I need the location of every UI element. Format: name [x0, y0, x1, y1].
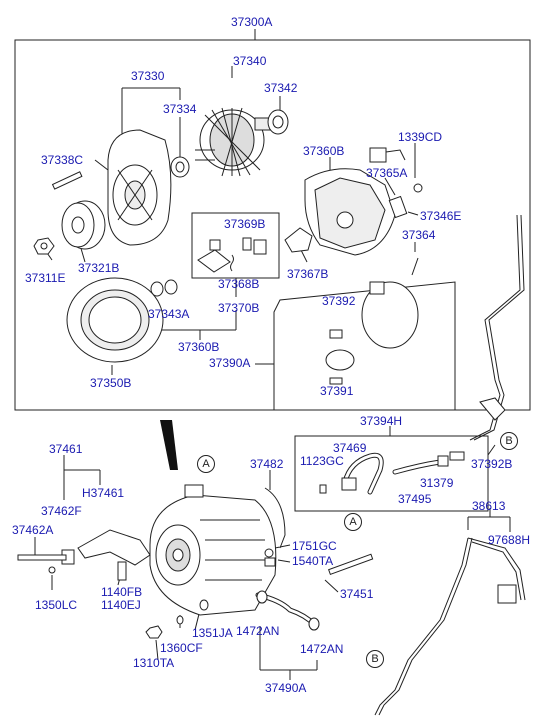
part-label-37368B: 37368B — [218, 277, 260, 291]
callout-b-bottom: B — [366, 650, 384, 668]
fastener-shapes — [117, 548, 374, 639]
part-label-37462A: 37462A — [12, 523, 54, 537]
part-label-37369B: 37369B — [224, 217, 266, 231]
part-label-38613: 38613 — [472, 499, 506, 513]
part-label-37311E: 37311E — [25, 271, 66, 285]
regulator-shape — [325, 257, 419, 385]
front-housing-shape — [107, 129, 172, 246]
part-label-31379: 31379 — [420, 476, 454, 490]
part-label-37350B: 37350B — [90, 376, 132, 390]
part-label-37346E: 37346E — [420, 209, 462, 223]
part-label-1540TA: 1540TA — [292, 554, 334, 568]
part-label-37490A: 37490A — [265, 681, 307, 695]
part-label-37392: 37392 — [322, 294, 356, 308]
brush-holder-shape — [197, 237, 267, 273]
alternator-assembly-frame — [14, 39, 531, 411]
part-label-37360B-bottom: 37360B — [178, 340, 220, 354]
part-label-37342: 37342 — [264, 81, 298, 95]
part-label-1351JA: 1351JA — [192, 626, 233, 640]
part-label-37360B-top: 37360B — [303, 144, 345, 158]
callout-b-right: B — [500, 432, 518, 450]
bearing-shapes — [170, 109, 289, 178]
part-label-1310TA: 1310TA — [133, 656, 175, 670]
part-label-H37461: H37461 — [82, 486, 125, 500]
part-label-37482: 37482 — [250, 457, 284, 471]
part-label-1140EJ: 1140EJ — [101, 598, 141, 612]
part-label-37391: 37391 — [320, 384, 354, 398]
part-label-1360CF: 1360CF — [160, 641, 203, 655]
callout-a-mid: A — [344, 513, 362, 531]
hose-kit-frame — [294, 435, 489, 512]
part-label-37451: 37451 — [340, 587, 374, 601]
part-label-37390A: 37390A — [209, 356, 251, 370]
assembled-alternator-shape — [149, 484, 286, 616]
part-label-37340: 37340 — [233, 54, 267, 68]
rotor-shape — [195, 107, 276, 177]
part-label-37364: 37364 — [402, 228, 436, 242]
bracket-shape — [17, 529, 151, 574]
part-label-97688H: 97688H — [488, 533, 531, 547]
bolt-shape — [51, 171, 83, 190]
terminal-connector-shape — [369, 147, 423, 219]
part-label-37343A: 37343A — [148, 307, 190, 321]
callout-a-top: A — [197, 455, 215, 473]
rear-housing-shape — [304, 168, 396, 256]
stator-shape — [66, 277, 164, 363]
part-label-37462F: 37462F — [41, 504, 82, 518]
part-label-37469: 37469 — [333, 441, 367, 455]
part-label-37394H: 37394H — [360, 414, 403, 428]
regulator-frame — [273, 281, 456, 411]
part-label-1140FB: 1140FB — [101, 585, 143, 599]
part-label-37461: 37461 — [49, 442, 83, 456]
part-label-37321B: 37321B — [78, 261, 120, 275]
part-label-37367B: 37367B — [287, 267, 329, 281]
part-label-1339CD: 1339CD — [398, 130, 443, 144]
pulley-shape — [61, 200, 106, 250]
part-label-1472AN-right: 1472AN — [300, 642, 344, 656]
part-label-1350LC: 1350LC — [35, 598, 78, 612]
part-label-37392B: 37392B — [471, 457, 513, 471]
part-label-1123GC: 1123GC — [300, 454, 344, 468]
part-label-37334: 37334 — [163, 102, 197, 116]
part-label-37338C: 37338C — [41, 153, 84, 167]
part-label-37365A: 37365A — [366, 166, 408, 180]
part-label-1751GC: 1751GC — [292, 539, 337, 553]
rectifier-shape — [284, 227, 313, 253]
part-label-37370B: 37370B — [218, 301, 260, 315]
oil-pipe-shape — [374, 537, 526, 716]
nut-shape — [33, 237, 55, 255]
hose-clamp-shapes — [256, 451, 465, 631]
part-label-37495: 37495 — [398, 492, 432, 506]
washer-shapes — [150, 279, 178, 297]
part-label-37300A: 37300A — [231, 15, 273, 29]
belt-shape — [160, 420, 178, 470]
part-label-37330: 37330 — [131, 69, 165, 83]
vacuum-pipe-shape — [469, 214, 525, 441]
part-label-1472AN-left: 1472AN — [236, 624, 280, 638]
